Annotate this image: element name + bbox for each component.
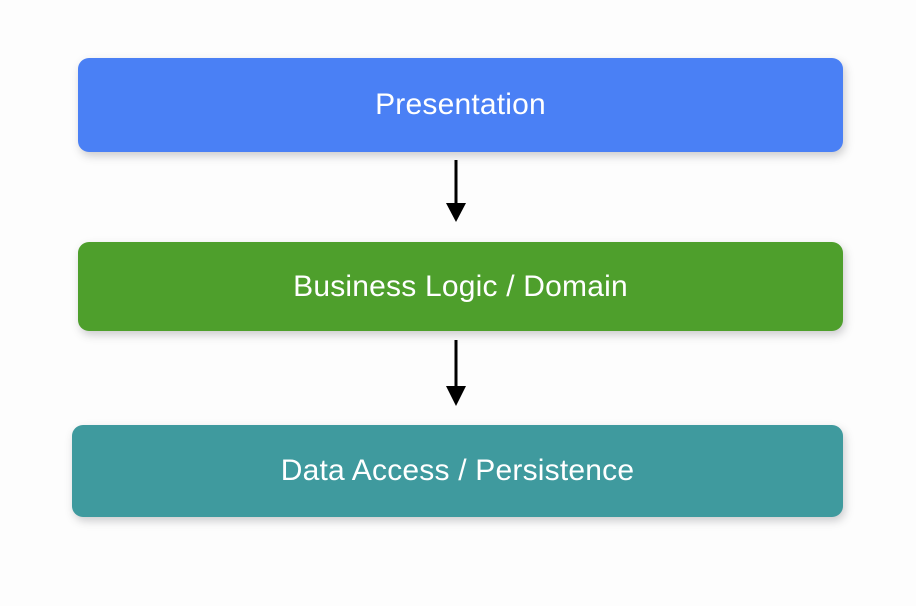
- layer-label-business-logic: Business Logic / Domain: [293, 269, 628, 303]
- down-arrow-icon-presentation-to-business: [425, 160, 489, 226]
- layer-label-data-access: Data Access / Persistence: [280, 454, 635, 487]
- down-arrow-icon-business-to-data: [425, 340, 489, 410]
- layer-box-business-logic[interactable]: Business Logic / Domain: [78, 242, 843, 331]
- layer-label-presentation: Presentation: [375, 88, 546, 121]
- layer-box-data-access[interactable]: Data Access / Persistence: [72, 425, 843, 517]
- layer-box-presentation[interactable]: Presentation: [78, 58, 843, 152]
